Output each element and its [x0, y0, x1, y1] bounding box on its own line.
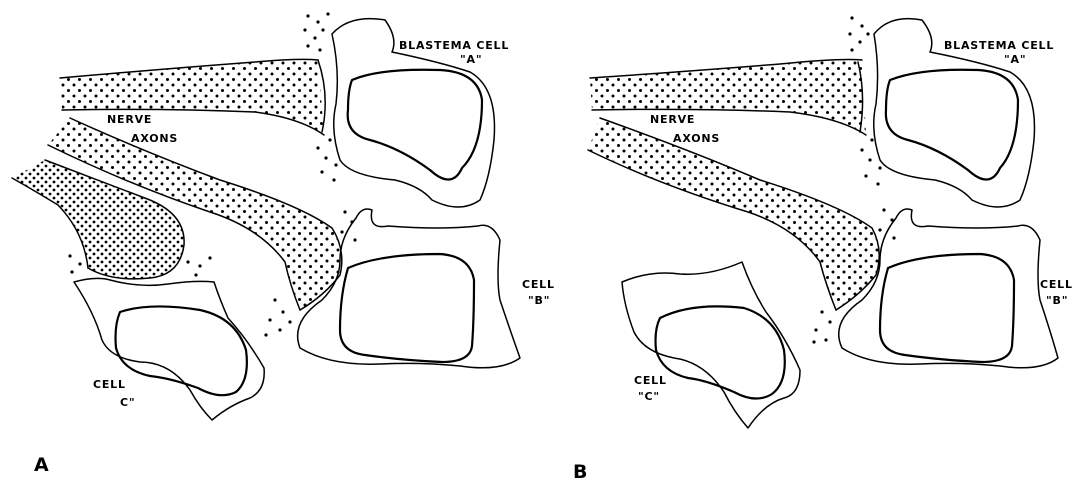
label-a-cell-a-line1: BLASTEMA CELL	[399, 39, 509, 52]
cell-a-nucleus	[348, 70, 482, 180]
cell-c-membrane	[622, 262, 800, 428]
middle-axon	[588, 118, 879, 310]
cell-c-nucleus	[656, 306, 785, 398]
panel-b-letter: B	[573, 461, 587, 483]
label-b-cell-b-line2: "B"	[1046, 294, 1068, 307]
label-a-axons: AXONS	[131, 132, 178, 145]
label-b-axons: AXONS	[673, 132, 720, 145]
label-a-cell-c-line2: C"	[120, 396, 135, 409]
cell-b-nucleus	[340, 254, 474, 362]
label-a-cell-b-line1: CELL	[522, 278, 555, 291]
upper-axon	[60, 59, 324, 135]
label-b-cell-c-line2: "C"	[638, 390, 660, 403]
label-a-cell-b-line2: "B"	[528, 294, 550, 307]
label-a-nerve: NERVE	[107, 113, 152, 126]
label-b-cell-a-line2: "A"	[1004, 53, 1026, 66]
label-a-cell-a-line2: "A"	[460, 53, 482, 66]
upper-axon	[590, 60, 866, 136]
label-b-cell-c-line1: CELL	[634, 374, 667, 387]
panel-a: BLASTEMA CELL "A" NERVE AXONS CELL "B" C…	[12, 12, 555, 476]
cell-c-nucleus	[116, 306, 247, 395]
cell-b-nucleus	[880, 254, 1014, 362]
cell-c-membrane	[74, 278, 264, 420]
label-b-cell-b-line1: CELL	[1040, 278, 1073, 291]
cell-a-nucleus	[886, 70, 1018, 180]
panel-a-letter: A	[34, 454, 49, 476]
label-b-nerve: NERVE	[650, 113, 695, 126]
label-b-cell-a-line1: BLASTEMA CELL	[944, 39, 1054, 52]
label-a-cell-c-line1: CELL	[93, 378, 126, 391]
panel-b: BLASTEMA CELL "A" NERVE AXONS CELL "B" C…	[573, 16, 1073, 483]
